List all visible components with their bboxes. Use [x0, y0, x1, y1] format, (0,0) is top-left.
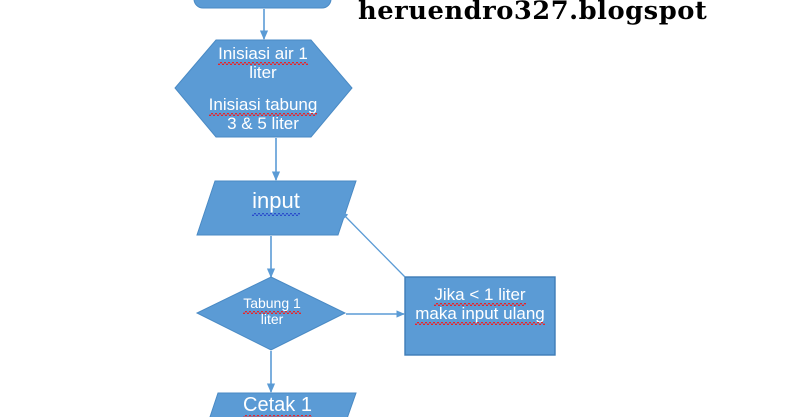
connector-note-to-input: [340, 211, 406, 278]
node-start-terminator[interactable]: [193, 0, 332, 9]
node-input-parallelogram[interactable]: [196, 180, 357, 236]
node-decision-diamond[interactable]: [195, 276, 347, 351]
watermark-text: heruendro327.blogspot: [358, 0, 708, 25]
node-print-parallelogram[interactable]: [200, 392, 357, 417]
node-init-hexagon[interactable]: [174, 39, 353, 138]
node-note-rectangle[interactable]: [404, 276, 556, 356]
